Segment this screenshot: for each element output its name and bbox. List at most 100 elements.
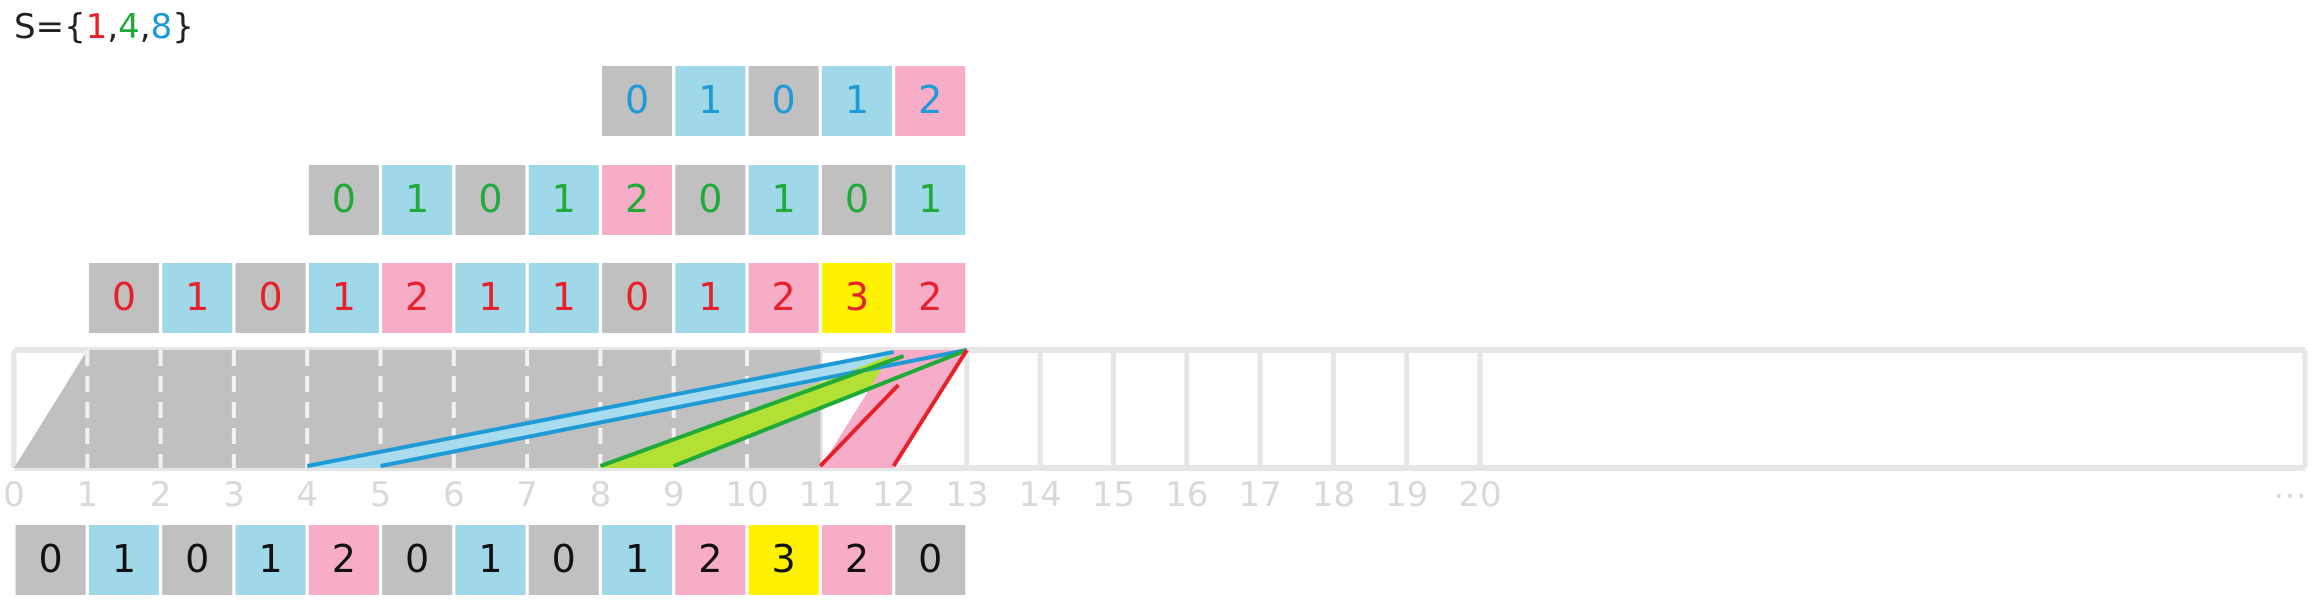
row4-box-11 (821, 165, 892, 235)
result-box-4 (308, 525, 379, 595)
tick-label-17: 17 (1238, 475, 1281, 515)
row4-value-9: 0 (698, 177, 722, 221)
tick-label-14: 14 (1019, 475, 1062, 515)
result-box-0 (15, 525, 86, 595)
tick-label-7: 7 (516, 475, 538, 515)
row-subtract-1: 0 1 0 1 2 1 1 0 1 2 3 2 (88, 263, 966, 333)
tick-label-1: 1 (76, 475, 98, 515)
row1-box-4 (308, 263, 379, 333)
row1-box-6 (455, 263, 526, 333)
tick-label-8: 8 (590, 475, 612, 515)
result-value-11: 2 (845, 537, 869, 581)
row8-box-8 (602, 66, 673, 136)
row4-box-9 (675, 165, 746, 235)
row8-box-9 (675, 66, 746, 136)
move-lines (306, 348, 969, 468)
result-box-5 (382, 525, 453, 595)
row1-box-1 (88, 263, 159, 333)
move-4-line-b (672, 348, 968, 468)
result-value-5: 0 (405, 537, 429, 581)
tick-label-11: 11 (799, 475, 842, 515)
row1-box-7 (528, 263, 599, 333)
tick-label-9: 9 (663, 475, 685, 515)
move-8-line-a (306, 350, 894, 468)
row1-value-11: 3 (845, 275, 869, 319)
result-value-6: 1 (478, 537, 502, 581)
row4-value-8: 2 (625, 177, 649, 221)
tick-label-6: 6 (443, 475, 465, 515)
result-box-9 (675, 525, 746, 595)
result-value-7: 0 (552, 537, 576, 581)
row4-value-5: 1 (405, 177, 429, 221)
row1-value-5: 2 (405, 275, 429, 319)
result-box-1 (88, 525, 159, 595)
row4-value-4: 0 (332, 177, 356, 221)
row1-box-11 (821, 263, 892, 333)
result-value-12: 0 (918, 537, 942, 581)
subtraction-value-1: 1 (86, 7, 108, 47)
row4-value-6: 0 (478, 177, 502, 221)
result-value-4: 2 (332, 537, 356, 581)
row1-value-12: 2 (918, 275, 942, 319)
tick-label-13: 13 (945, 475, 988, 515)
result-box-7 (528, 525, 599, 595)
tick-label-12: 12 (872, 475, 915, 515)
result-box-2 (162, 525, 233, 595)
tick-label-5: 5 (370, 475, 392, 515)
result-value-3: 1 (258, 537, 282, 581)
row1-box-3 (235, 263, 306, 333)
move-region-fills (14, 350, 967, 468)
row1-box-12 (895, 263, 966, 333)
result-value-0: 0 (39, 537, 63, 581)
subtraction-value-4: 4 (118, 7, 140, 47)
row8-value-11: 1 (845, 78, 869, 122)
row1-box-5 (382, 263, 453, 333)
row1-box-9 (675, 263, 746, 333)
row8-box-10 (748, 66, 819, 136)
move-8-band (307, 350, 967, 468)
move-1-line-b (891, 348, 969, 468)
tick-label-16: 16 (1165, 475, 1208, 515)
row4-value-12: 1 (918, 177, 942, 221)
result-value-2: 0 (185, 537, 209, 581)
row1-value-2: 1 (185, 275, 209, 319)
row4-value-7: 1 (552, 177, 576, 221)
row8-value-9: 1 (698, 78, 722, 122)
result-box-8 (602, 525, 673, 595)
tick-label-0: 0 (3, 475, 25, 515)
row1-value-7: 1 (552, 275, 576, 319)
result-value-8: 1 (625, 537, 649, 581)
tick-label-3: 3 (223, 475, 245, 515)
row1-box-2 (162, 263, 233, 333)
row1-value-8: 0 (625, 275, 649, 319)
row4-box-5 (382, 165, 453, 235)
row1-value-4: 1 (332, 275, 356, 319)
row1-value-6: 1 (478, 275, 502, 319)
row8-value-10: 0 (772, 78, 796, 122)
result-value-9: 2 (698, 537, 722, 581)
tick-label-19: 19 (1385, 475, 1428, 515)
row1-box-8 (602, 263, 673, 333)
row1-value-1: 0 (112, 275, 136, 319)
row1-value-9: 1 (698, 275, 722, 319)
tick-label-4: 4 (296, 475, 318, 515)
move-1-band (820, 350, 967, 468)
row1-value-3: 0 (258, 275, 282, 319)
row4-box-6 (455, 165, 526, 235)
row8-box-11 (821, 66, 892, 136)
result-box-10 (748, 525, 819, 595)
row8-value-12: 2 (918, 78, 942, 122)
result-box-11 (821, 525, 892, 595)
row1-value-10: 2 (772, 275, 796, 319)
row8-box-12 (895, 66, 966, 136)
row4-box-8 (602, 165, 673, 235)
tick-label-10: 10 (725, 475, 768, 515)
result-box-12 (895, 525, 966, 595)
set-title: S={1,4,8} (14, 7, 194, 47)
tick-label-20: 20 (1458, 475, 1501, 515)
